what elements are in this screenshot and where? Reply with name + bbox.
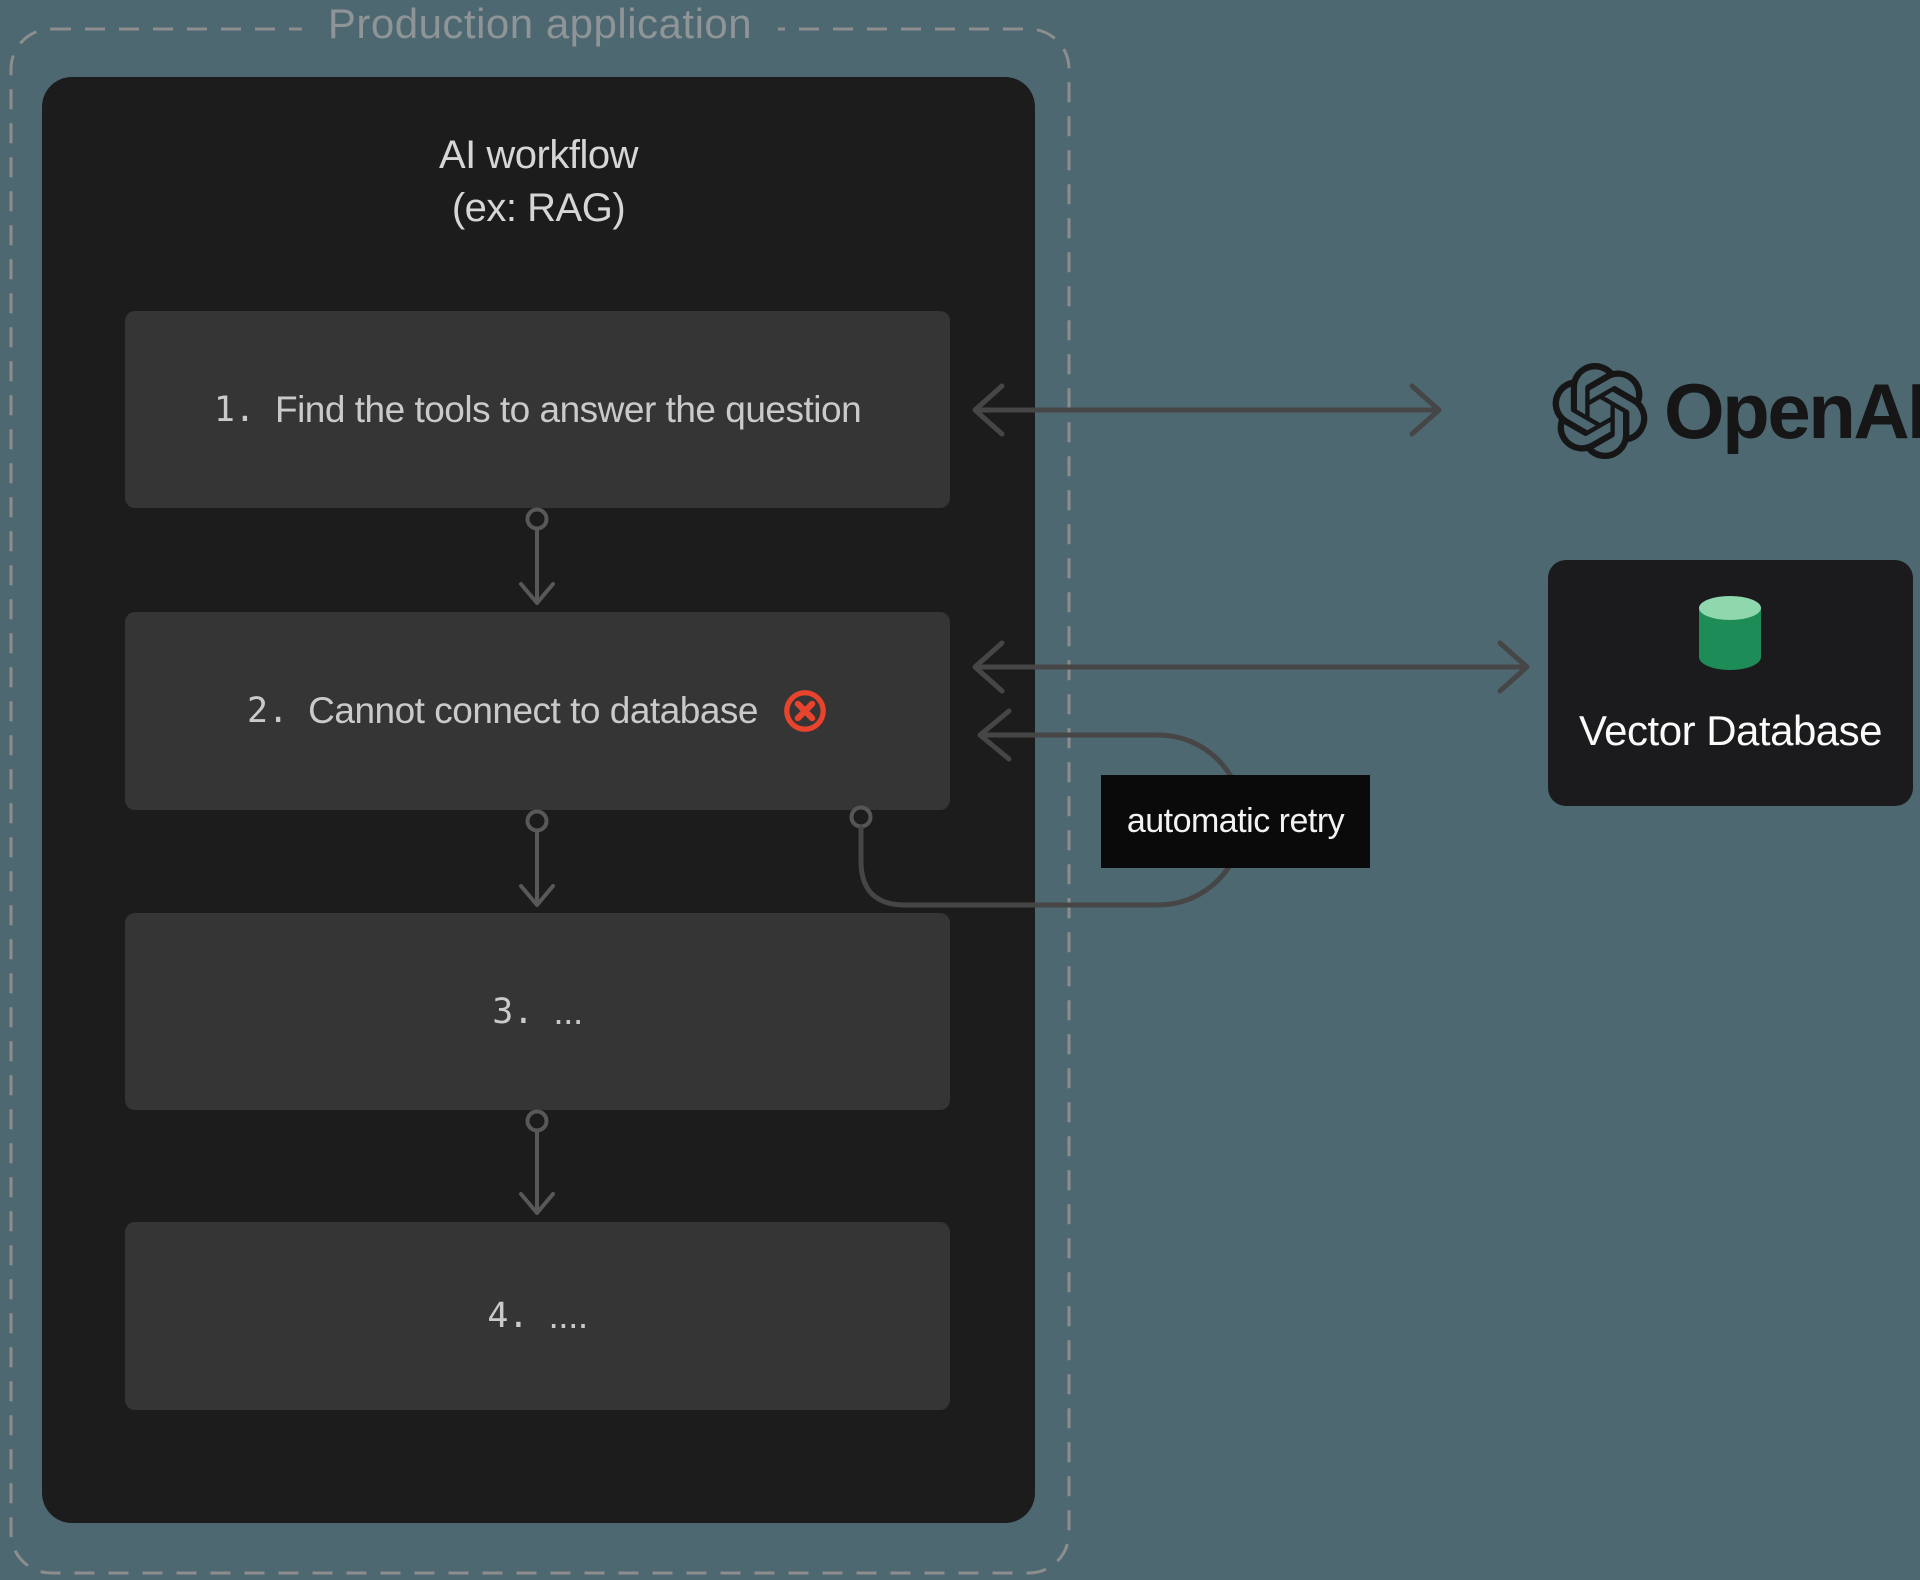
bidirectional-arrow-vectordb: [972, 640, 1530, 694]
automatic-retry-label: automatic retry: [1101, 775, 1370, 868]
openai-wordmark: OpenAI: [1664, 366, 1920, 455]
workflow-step-2: 2. Cannot connect to database: [125, 612, 950, 810]
workflow-step-3: 3. ...: [125, 913, 950, 1110]
workflow-step-1: 1. Find the tools to answer the question: [125, 311, 950, 508]
step-text: Find the tools to answer the question: [274, 388, 862, 430]
production-app-label: Production application: [301, 0, 779, 48]
openai-logo-icon: [1552, 363, 1648, 459]
openai-logo: OpenAI: [1552, 362, 1920, 460]
step-number: 3.: [492, 991, 534, 1032]
step-text: Cannot connect to database: [308, 690, 758, 731]
error-icon: [784, 690, 826, 732]
workflow-title-line2: (ex: RAG): [451, 185, 626, 230]
ai-workflow-panel: AI workflow (ex: RAG) 1. Find the tools …: [42, 77, 1035, 1523]
step-text: ...: [553, 990, 583, 1032]
vector-database-card: Vector Database: [1548, 560, 1913, 806]
workflow-step-4: 4. ....: [125, 1222, 950, 1410]
bidirectional-arrow-openai: [972, 383, 1442, 437]
database-cylinder-icon: [1699, 596, 1761, 672]
workflow-title-line1: AI workflow: [439, 133, 639, 177]
vector-database-label: Vector Database: [1578, 707, 1883, 754]
step-number: 4.: [487, 1296, 529, 1336]
step-text: ....: [548, 1295, 589, 1336]
step-number: 1.: [213, 389, 256, 430]
workflow-title: AI workflow (ex: RAG): [42, 129, 1035, 235]
step-number: 2.: [247, 691, 289, 731]
